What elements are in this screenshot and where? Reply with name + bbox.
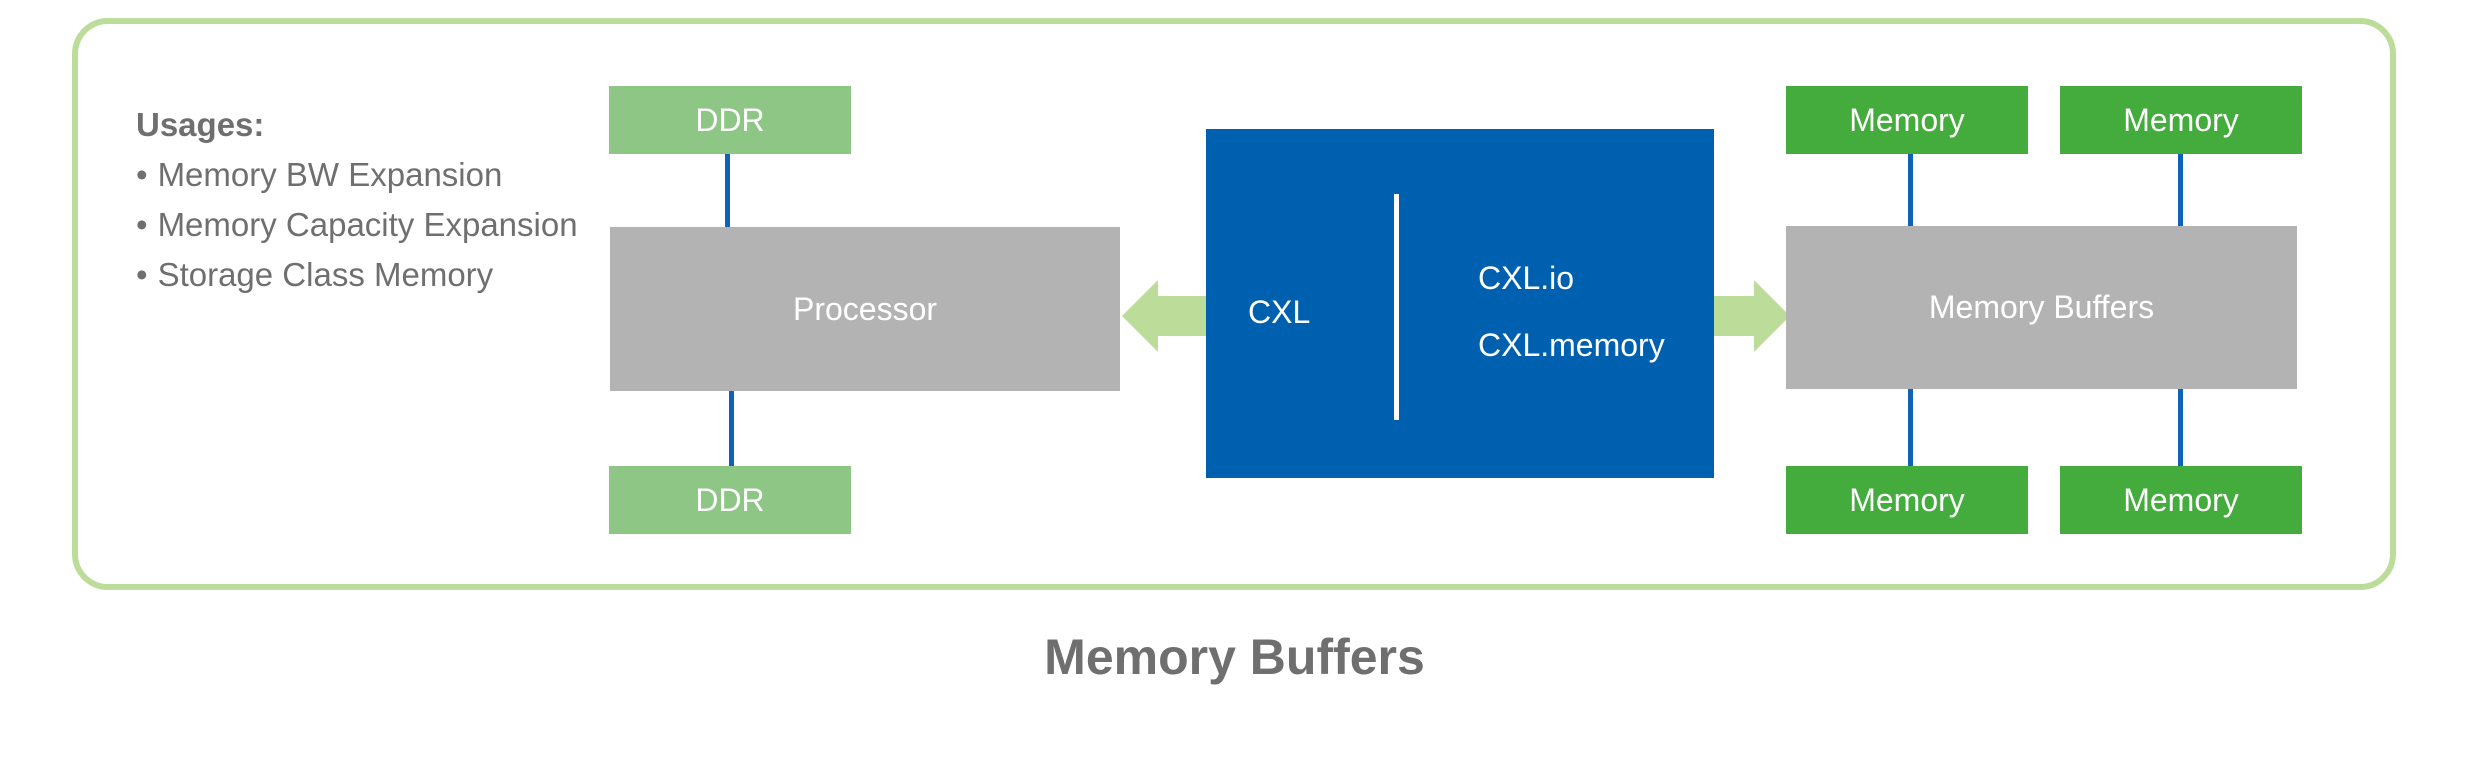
diagram-frame — [72, 18, 2396, 590]
usages-list: Usages: Memory BW Expansion Memory Capac… — [136, 100, 578, 300]
memory-bottom-right-connector — [2178, 389, 2183, 466]
memory-bottom-left-box: Memory — [1786, 466, 2028, 534]
cxl-block: CXL CXL.io CXL.memory — [1206, 129, 1714, 478]
usages-heading: Usages: — [136, 106, 265, 143]
usage-item: Memory BW Expansion — [136, 150, 578, 200]
memory-top-right-connector — [2178, 154, 2183, 226]
memory-bottom-left-connector — [1908, 389, 1913, 466]
usage-item: Storage Class Memory — [136, 250, 578, 300]
cxl-divider — [1394, 194, 1399, 420]
ddr-bottom-box: DDR — [609, 466, 851, 534]
usage-item: Memory Capacity Expansion — [136, 200, 578, 250]
arrow-left-icon — [1122, 280, 1208, 352]
cxl-label: CXL — [1248, 294, 1311, 330]
ddr-top-box: DDR — [609, 86, 851, 154]
diagram-caption: Memory Buffers — [1044, 629, 1425, 685]
memory-buffers-box: Memory Buffers — [1786, 226, 2297, 389]
ddr-bottom-connector — [729, 391, 734, 466]
cxl-io-label: CXL.io — [1478, 260, 1575, 296]
cxl-memory-label: CXL.memory — [1478, 327, 1665, 363]
memory-top-left-connector — [1908, 154, 1913, 226]
arrow-right-icon — [1714, 280, 1790, 352]
processor-box: Processor — [610, 227, 1120, 391]
memory-top-right-box: Memory — [2060, 86, 2302, 154]
memory-top-left-box: Memory — [1786, 86, 2028, 154]
ddr-top-connector — [725, 154, 730, 227]
memory-bottom-right-box: Memory — [2060, 466, 2302, 534]
